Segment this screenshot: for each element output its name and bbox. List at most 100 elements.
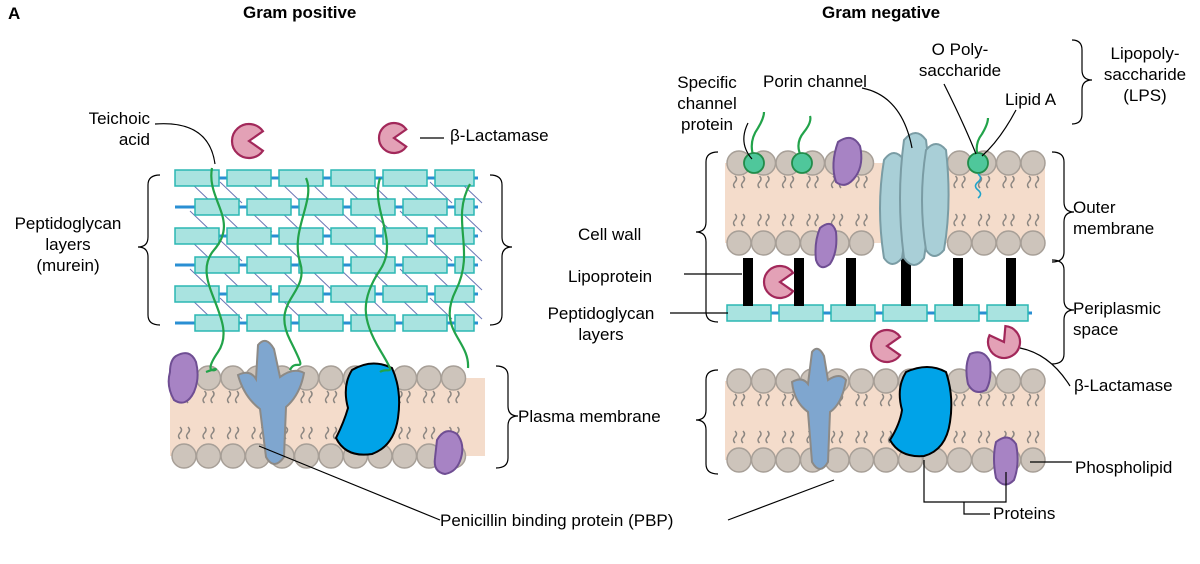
purple-protein xyxy=(965,351,992,393)
pbp-leader-1 xyxy=(258,445,441,521)
lipid-a-head xyxy=(967,152,989,174)
phospholipid-head xyxy=(848,447,875,473)
plasma-membrane-label: Plasma membrane xyxy=(518,407,661,426)
o-polysaccharide-label: O Poly- saccharide xyxy=(918,40,1002,80)
lipid-a-leader xyxy=(981,109,1017,157)
glycan-strand xyxy=(350,256,396,274)
glycan-strand xyxy=(830,304,876,322)
glycan-strand xyxy=(194,314,240,332)
phospholipid-head xyxy=(416,365,442,391)
glycan-strand xyxy=(246,198,292,216)
phospholipid-head xyxy=(1020,150,1046,176)
o-polysaccharide-leader xyxy=(943,83,977,155)
glycan-strand xyxy=(246,256,292,274)
glycan-strand xyxy=(298,314,344,332)
teichoic-acid-label: Teichoic acid xyxy=(88,109,150,149)
glycan-strand xyxy=(934,304,980,322)
glycan-strand xyxy=(246,314,292,332)
phospholipid-head xyxy=(775,230,801,256)
gn-plasma-membrane-bracket xyxy=(695,369,719,475)
peptide-bridge xyxy=(429,297,453,320)
glycan-strand xyxy=(298,198,344,216)
proteins-label: Proteins xyxy=(993,504,1056,523)
outer-membrane-bracket xyxy=(1051,151,1075,263)
phospholipid-head xyxy=(726,368,752,394)
phospholipid-head xyxy=(873,447,899,473)
beta-lactamase xyxy=(762,264,795,300)
glycan-strand xyxy=(174,169,220,187)
transmembrane-protein xyxy=(334,362,401,456)
lipid-a-head xyxy=(791,152,813,174)
phospholipid-head xyxy=(995,368,1022,394)
glycan-strand xyxy=(726,304,772,322)
gram-negative-peptidoglycan xyxy=(726,304,1032,322)
plasma-membrane-bracket xyxy=(495,365,519,469)
purple-protein xyxy=(433,430,464,476)
gram-positive-title: Gram positive xyxy=(243,3,357,22)
proteins-leader xyxy=(923,460,1007,515)
lipid-a-tail xyxy=(974,173,982,199)
peptidoglycan-layers-label-left: Peptidoglycan layers (murein) xyxy=(14,214,122,275)
peptidoglycan-layers-label-right: Peptidoglycan layers xyxy=(547,304,655,344)
glycan-strand xyxy=(298,256,344,274)
glycan-strand xyxy=(382,169,428,187)
phospholipid-head xyxy=(318,365,344,391)
lipoprotein xyxy=(794,258,804,306)
specific-channel-protein-label: Specific channel protein xyxy=(677,73,737,134)
teichoic-acid-strands xyxy=(205,111,990,374)
purple-protein xyxy=(993,436,1019,486)
phospholipid-head xyxy=(318,443,344,469)
lipoprotein-label: Lipoprotein xyxy=(568,267,653,286)
periplasmic-bracket xyxy=(1051,259,1075,365)
glycan-strand xyxy=(402,314,448,332)
purple-protein xyxy=(814,222,838,269)
beta-lactamase xyxy=(869,328,902,364)
penicillin-binding-protein xyxy=(790,347,848,470)
glycan-strand xyxy=(986,304,1029,322)
lipoprotein xyxy=(901,258,911,306)
lipid-a-label: Lipid A xyxy=(1005,90,1057,109)
glycan-strand xyxy=(350,314,396,332)
teichoic-leader xyxy=(154,123,216,165)
lipoprotein-anchors xyxy=(743,258,1016,306)
panel-label: A xyxy=(8,4,21,23)
phospholipid-head xyxy=(1020,368,1046,394)
phospholipid-head xyxy=(848,230,875,256)
glycan-strand xyxy=(402,198,448,216)
phospholipid-head xyxy=(946,447,973,473)
cell-wall-label: Cell wall xyxy=(578,225,642,244)
porin-channel-label: Porin channel xyxy=(763,72,867,91)
glycan-strand xyxy=(382,285,428,303)
lipoprotein xyxy=(743,258,753,306)
porin-subunit xyxy=(899,132,931,266)
glycan-strand xyxy=(226,169,272,187)
phospholipid-head xyxy=(726,447,752,473)
phospholipid-head xyxy=(726,230,752,256)
pbp-label: Penicillin binding protein (PBP) xyxy=(440,511,674,530)
beta-lactamase xyxy=(377,121,408,155)
o-polysaccharide-chain xyxy=(797,115,812,159)
teichoic-acid xyxy=(283,177,310,371)
specific-channel-leader xyxy=(743,122,753,160)
beta-lactamase xyxy=(986,324,1022,360)
glycan-strand xyxy=(278,169,324,187)
peptidoglycan-bracket-left xyxy=(137,174,161,326)
outer-membrane-label: Outer membrane xyxy=(1073,198,1155,238)
glycan-strand xyxy=(330,169,376,187)
specific-channel-protein xyxy=(832,136,863,186)
glycan-strand xyxy=(434,169,475,187)
glycan-strand xyxy=(194,256,240,274)
penicillin-binding-protein xyxy=(236,339,306,465)
phospholipid-head xyxy=(750,447,777,473)
phospholipid-head xyxy=(440,365,467,391)
gram-negative-title: Gram negative xyxy=(822,3,941,22)
gram-positive-peptidoglycan xyxy=(174,169,483,332)
glycan-strand xyxy=(174,285,220,303)
glycan-strand xyxy=(382,227,428,245)
glycan-strand xyxy=(226,285,272,303)
lipoprotein xyxy=(846,258,856,306)
phospholipid-head xyxy=(971,230,997,256)
teichoic-acid xyxy=(205,167,226,374)
